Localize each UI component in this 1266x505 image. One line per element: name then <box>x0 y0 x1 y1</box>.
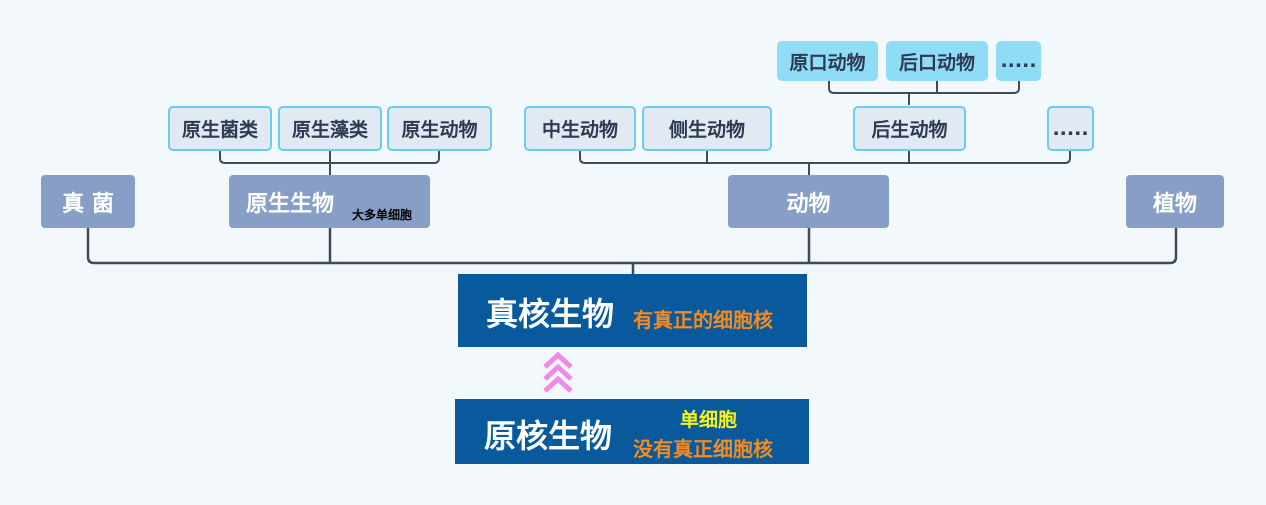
chevron-up-triple-icon <box>543 351 573 393</box>
connector-main-bus <box>86 228 1178 265</box>
node-animal-more: ..... <box>1047 106 1094 151</box>
node-metazoa: 后生动物 <box>853 106 966 151</box>
node-mesozoa: 中生动物 <box>524 106 636 151</box>
connector-animal-children <box>579 151 1071 164</box>
prokaryotes-note-1: 单细胞 <box>680 409 738 431</box>
prokaryotes-title: 原核生物 <box>484 417 613 455</box>
node-deuterostomia: 后口动物 <box>886 41 988 81</box>
node-animals: 动物 <box>728 175 889 228</box>
node-prokaryotes: 原核生物 单细胞 没有真正细胞核 <box>455 399 809 464</box>
connector-metazoa-children <box>828 81 1020 94</box>
eukaryotes-title: 真核生物 <box>486 295 615 333</box>
node-protist-fungi: 原生菌类 <box>168 106 272 151</box>
node-protostomia: 原口动物 <box>777 41 878 81</box>
node-plants: 植物 <box>1126 175 1224 228</box>
prokaryotes-note-2: 没有真正细胞核 <box>633 437 773 461</box>
node-protist-algae: 原生藻类 <box>278 106 382 151</box>
node-parazoa: 侧生动物 <box>642 106 772 151</box>
eukaryotes-note: 有真正的细胞核 <box>633 308 773 332</box>
node-eukaryotes: 真核生物 有真正的细胞核 <box>458 274 807 347</box>
node-protozoa: 原生动物 <box>387 106 492 151</box>
node-fungi: 真 菌 <box>41 175 135 228</box>
node-protists: 原生生物 <box>229 175 430 228</box>
protists-note: 大多单细胞 <box>352 208 413 222</box>
node-metazoa-more: ..... <box>996 41 1041 81</box>
